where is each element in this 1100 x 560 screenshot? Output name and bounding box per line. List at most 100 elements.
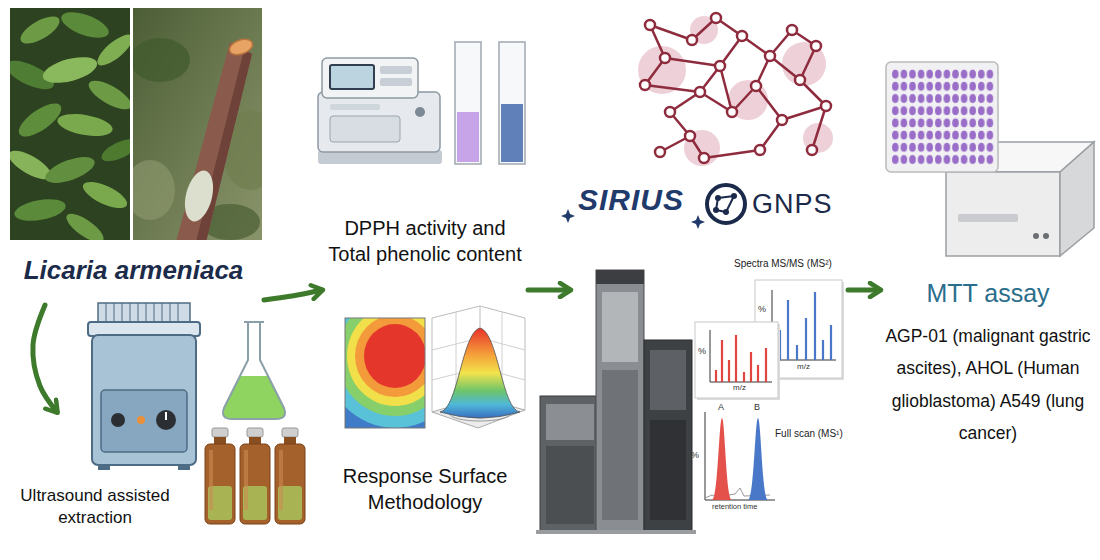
- spectrophotometer: [415, 107, 425, 117]
- gnps-icon: [707, 185, 745, 223]
- mass-spectrometer: [602, 292, 638, 362]
- gnps-icon: [731, 193, 737, 199]
- ms2-spectrum-red: [710, 330, 772, 382]
- molecular-network: [665, 107, 675, 117]
- molecular-network: [782, 42, 826, 86]
- step-label: Response Surface Methodology: [325, 463, 525, 515]
- step-label-holder: Response Surface Methodology: [325, 463, 525, 515]
- molecular-network: [645, 18, 826, 158]
- erlenmeyer-flask: [223, 322, 285, 419]
- mass-spectrometer: [650, 420, 686, 520]
- plant-photo-leaves: [98, 134, 130, 165]
- cuvettes: [457, 112, 479, 162]
- spectrophotometer: [318, 92, 440, 152]
- amber-vials: [214, 437, 226, 444]
- ms2-spectrum-blue: [772, 290, 836, 360]
- plant-photo-leaves: [16, 11, 63, 49]
- plate-reader: [958, 214, 1018, 222]
- spectrophotometer: [380, 78, 412, 86]
- chromatogram: [712, 418, 732, 500]
- ultrasound-bath: [165, 412, 167, 420]
- amber-vials: [244, 450, 248, 510]
- ultrasound-bath: [101, 390, 187, 452]
- ultrasound-bath: [137, 416, 145, 424]
- cytotoxicity-step: MTT assayAGP-01 (malignant gastric ascit…: [880, 268, 1098, 536]
- cuvettes: [501, 104, 523, 162]
- plant-photo-leaves: [58, 8, 112, 43]
- chromatogram: [705, 412, 775, 500]
- gnps-icon: [713, 207, 719, 213]
- flow-arrow: [264, 290, 322, 300]
- cuvettes: [499, 42, 525, 164]
- mass-spectrometer: [650, 350, 686, 410]
- molecular-network: [685, 131, 695, 141]
- amber-vials: [284, 437, 296, 444]
- assay-title-holder: MTT assay: [880, 278, 1096, 308]
- contour-plot: [347, 318, 425, 406]
- mass-spectrometer: [644, 340, 692, 532]
- spectrophotometer: [330, 116, 400, 142]
- mass-spectrometer: [602, 370, 638, 520]
- molecular-network: [655, 147, 665, 157]
- molecular-network: [660, 53, 670, 63]
- amber-vials: [205, 444, 235, 524]
- ms2-spectrum-blue: [780, 292, 831, 360]
- amber-vials: [209, 450, 213, 510]
- panel-caption: Spectra MS/MS (MS²): [734, 258, 832, 270]
- axis-label-holder: %: [698, 347, 706, 356]
- molecular-network: [684, 130, 720, 166]
- molecular-network: [795, 75, 805, 85]
- logo-stars: [561, 209, 575, 223]
- ultrasound-bath: [156, 410, 176, 430]
- mass-spectrometer: [546, 446, 594, 524]
- contour-plot: [345, 318, 425, 428]
- axis-label-holder: retention time: [712, 503, 757, 511]
- molecular-network: [640, 80, 650, 90]
- molecular-network: [640, 13, 831, 163]
- axis-label: m/z: [797, 363, 810, 371]
- molecular-network: [645, 20, 655, 30]
- chromatogram: [705, 412, 775, 500]
- plate-reader: [1043, 233, 1049, 239]
- molecular-network: [728, 80, 768, 120]
- axis-label: B: [754, 403, 760, 412]
- cell-lines: AGP-01 (malignant gastric ascites), AHOL…: [882, 320, 1094, 450]
- ultrasound-bath: [88, 303, 200, 470]
- software-logo: GNPS: [752, 188, 833, 220]
- amber-vials: [282, 428, 298, 437]
- axis-label-holder: %: [691, 451, 699, 460]
- molecular-network: [765, 51, 775, 61]
- amber-vials: [249, 437, 261, 444]
- ultrasound-bath: [106, 303, 178, 323]
- panel-caption: Full scan (MS¹): [775, 428, 843, 440]
- amber-vials: [240, 444, 270, 524]
- spectrophotometer: [318, 58, 442, 164]
- spectrophotometer: [330, 104, 380, 110]
- step-label-holder: DPPH activity and Total phenolic content: [325, 215, 525, 267]
- contour-plot: [345, 318, 425, 416]
- gnps-icon: [715, 195, 721, 201]
- contour-plot: [355, 318, 425, 397]
- ms2-spectrum-red: [716, 335, 766, 382]
- erlenmeyer-flask: [223, 322, 285, 419]
- response-surface: [440, 328, 520, 418]
- mass-spectrometer: [536, 530, 696, 534]
- software-logo-holder: GNPS: [752, 188, 833, 220]
- plant-photo-branch: [176, 42, 252, 240]
- axis-label-holder: m/z: [797, 363, 810, 371]
- contour-plot-frame: [345, 318, 425, 428]
- software-logo-holder: SIRIUS: [578, 182, 684, 218]
- ms-analysis-step: SIRIUS GNPS Spectra MS/MS (MS²) Full scan (…: [570, 40, 848, 548]
- amber-vials: [275, 444, 305, 524]
- axis-label: %: [691, 451, 699, 460]
- spectrophotometer: [330, 65, 374, 89]
- plate-reader: [946, 172, 1060, 256]
- molecular-network: [711, 13, 721, 23]
- plant-photo-leaves: [85, 75, 130, 115]
- mass-spectrometer: [546, 404, 594, 440]
- flow-arrow: [848, 288, 880, 293]
- amber-vials: [247, 428, 263, 437]
- mass-spectrometer: [596, 270, 644, 284]
- gnps-icon: [723, 209, 729, 215]
- ultrasound-bath: [98, 464, 110, 470]
